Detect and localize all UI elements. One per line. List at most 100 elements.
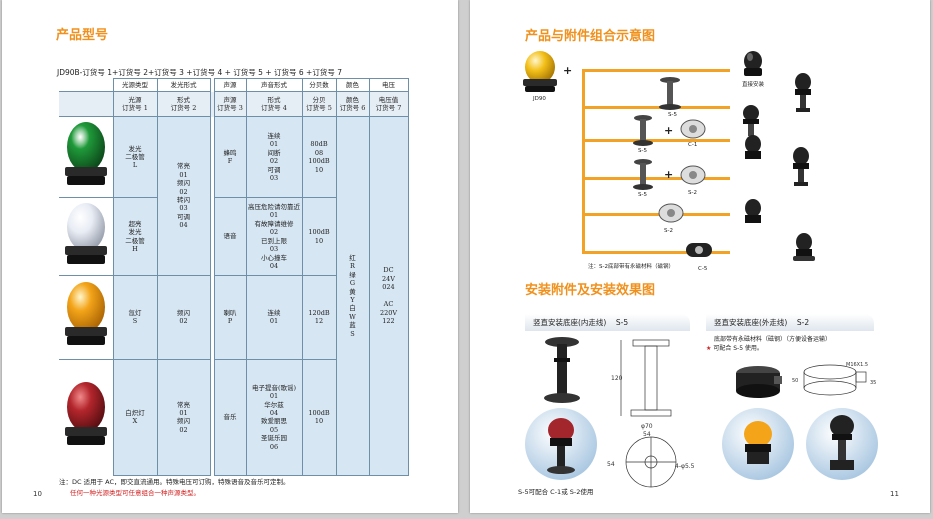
s5-base-icon-2 <box>633 115 653 146</box>
lamp-on-s5-icon <box>743 105 759 136</box>
hdr2-color: 颜色 订货号 6 <box>335 91 370 117</box>
dim-holes: 4-φ5.5 <box>675 463 695 470</box>
lamp-on-c1-icon <box>745 135 761 159</box>
s2-mount-pole-icon <box>830 415 854 470</box>
light-superled: 超亮 发光 二极管 H <box>112 197 158 276</box>
lamp-red-image <box>59 358 114 476</box>
branch-1 <box>582 69 730 72</box>
label-s5-2: S-5 <box>638 148 647 154</box>
s2-desc-2-line: ★ 可配合 S-5 使用。 <box>706 343 763 352</box>
branch-2 <box>582 106 730 109</box>
panel-s2-code: S-2 <box>796 318 810 327</box>
right-page: 产品与附件组合示意图 JD90 + 直接安装 S-5 S-5 + C-1 S-5… <box>470 0 930 513</box>
hdr-light: 光源类型 <box>112 78 158 92</box>
sound-buzzer: 蜂鸣 F <box>213 115 247 199</box>
s5-technical-drawing: 120 φ70 54 54 4-φ5.5 <box>607 339 695 488</box>
label-c5: C-5 <box>698 266 708 272</box>
panel-s5-header: 竖直安装底座(内走线) S-5 <box>525 314 690 331</box>
lamp-on-c5-icon <box>793 233 815 261</box>
label-s2: S-2 <box>688 190 697 196</box>
label-jd90: JD90 <box>533 96 546 102</box>
spec-table: 光源类型 发光形式 声源 声音形式 分贝数 颜色 电压 光源 订货号 1 形式 … <box>59 78 409 476</box>
light-xenon: 氙灯 S <box>112 274 158 360</box>
form-voice: 高压危险请勿靠近 01 有故障请维修 02 已到上限 03 小心撞车 04 <box>245 197 303 276</box>
hdr2-sound: 声源 订货号 3 <box>213 91 247 117</box>
hdr-sound: 声源 <box>213 78 247 92</box>
page-number-right: 11 <box>890 490 899 498</box>
db-music: 100dB 10 <box>301 358 337 476</box>
hdr2-mode: 形式 订货号 2 <box>156 91 211 117</box>
hdr-color: 颜色 <box>335 78 370 92</box>
label-s2-2: S-2 <box>664 228 673 234</box>
label-s5-3: S-5 <box>638 192 647 198</box>
s5-photo <box>544 337 580 403</box>
hdr2-voltage: 电压值 订货号 7 <box>368 91 409 117</box>
mode-xenon: 频闪 02 <box>156 274 211 360</box>
light-led: 发光 二极管 L <box>112 115 158 199</box>
db-voice: 100dB 10 <box>301 197 337 276</box>
page-title-left: 产品型号 <box>56 28 109 43</box>
dim-50: 50 <box>792 378 798 384</box>
lamp-white-image <box>59 197 114 276</box>
hdr2-db: 分贝 订货号 5 <box>301 91 337 117</box>
plus-icon: + <box>563 64 573 77</box>
label-c1: C-1 <box>688 142 698 148</box>
lamp-direct-icon <box>744 51 762 76</box>
tree-trunk <box>582 69 585 254</box>
panel-s2-title: 竖直安装底座(外走线) <box>714 318 788 327</box>
note-voltage: 注：DC 适用于 AC，即交直流通用。特殊电压可订购，特殊语音及音乐可定制。 <box>59 478 290 486</box>
mode-incandescent: 常亮 01 频闪 02 <box>156 358 211 476</box>
lamp-on-s2-icon <box>745 199 761 223</box>
s2-magnet-base-icon-2 <box>658 203 684 223</box>
c5-bracket-icon <box>686 243 712 257</box>
lamp-green-image <box>59 115 114 198</box>
hdr-mode: 发光形式 <box>156 78 211 92</box>
hdr-voltage: 电压 <box>368 78 409 92</box>
sound-horn: 喇叭 P <box>213 274 247 360</box>
s5-caption: S-5可配合 C-1或 S-2使用 <box>518 488 594 496</box>
dim-35: 35 <box>870 380 876 386</box>
s5-base-icon-3 <box>633 159 653 190</box>
order-formula: JD90B-订货号 1+订货号 2+订货号 3 +订货号 4 + 订货号 5 +… <box>57 68 342 77</box>
panel-s5-title: 竖直安装底座(内走线) <box>533 318 607 327</box>
page-title-combo: 产品与附件组合示意图 <box>525 29 656 44</box>
label-direct: 直接安装 <box>742 82 765 88</box>
s2-mount-amber-icon <box>744 421 772 464</box>
page-title-accessories: 安装附件及安装效果图 <box>525 283 656 298</box>
dim-phi70: φ70 <box>641 423 653 430</box>
hdr2-form: 形式 订货号 4 <box>245 91 303 117</box>
s5-mount-photo <box>525 408 597 480</box>
dim-54b: 54 <box>607 461 615 468</box>
page-number-left: 10 <box>33 490 42 498</box>
sound-voice: 语音 <box>213 197 247 276</box>
s2-mount-photo-1 <box>722 408 794 480</box>
branch-4 <box>582 177 730 180</box>
jd90-lamp-icon <box>523 51 557 92</box>
sound-music: 音乐 <box>213 358 247 476</box>
panel-s2-header: 竖直安装底座(外走线) S-2 <box>706 314 874 331</box>
star-icon: ★ <box>706 345 712 352</box>
s2-magnet-note: 注：S-2底部带有永磁材料（磁钢） <box>588 264 674 270</box>
label-s5: S-5 <box>668 112 677 118</box>
mode-led: 常亮 01 频闪 02 转闪 03 可调 04 <box>156 116 211 276</box>
left-page: 产品型号 JD90B-订货号 1+订货号 2+订货号 3 +订货号 4 + 订货… <box>2 0 458 513</box>
panel-s5-code: S-5 <box>615 318 629 327</box>
s2-technical-drawing: M16X1.5 50 35 <box>792 362 876 396</box>
hdr-db: 分贝数 <box>301 78 337 92</box>
dim-54a: 54 <box>643 431 651 438</box>
s2-desc-2: 可配合 S-5 使用。 <box>713 345 763 352</box>
lamp-amber-image <box>59 274 114 360</box>
lamp-on-s5-s2-icon <box>793 147 809 186</box>
s2-photo <box>736 366 782 398</box>
voltage-codes: DC 24V 024 AC 220V 122 <box>368 116 409 476</box>
db-buzzer: 80dB 08 100dB 10 <box>301 115 337 199</box>
hdr2-light: 光源 订货号 1 <box>112 91 158 117</box>
s2-magnet-base-icon <box>680 165 706 185</box>
plus-icon-2: + <box>664 124 674 137</box>
db-horn: 120dB 12 <box>301 274 337 360</box>
s5-base-icon <box>659 77 681 110</box>
branch-5 <box>582 213 730 216</box>
note-combination: 任何一种光源类型可任意组合一种声源类型。 <box>70 489 200 497</box>
branch-6 <box>582 251 730 254</box>
hdr-form: 声音形式 <box>245 78 303 92</box>
